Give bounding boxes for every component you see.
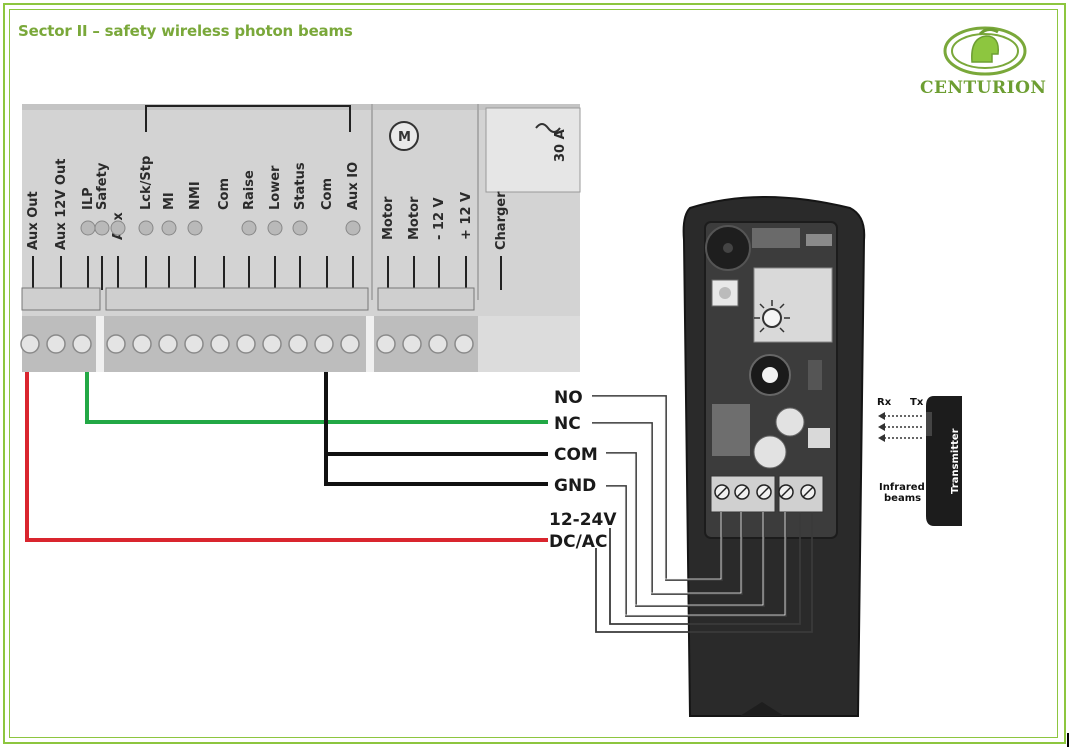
- indicator-led: [80, 220, 96, 236]
- transmitter-label: Transmitter: [950, 428, 961, 494]
- receiver-screw-slot: [758, 486, 770, 498]
- terminal-label: Aux Out: [26, 191, 41, 250]
- indicator-led: [187, 220, 203, 236]
- screw-terminal: [262, 334, 282, 354]
- infrared-label: Infrared: [879, 482, 925, 493]
- receiver-screw-slot: [780, 486, 792, 498]
- terminal-label: ILP: [81, 187, 96, 210]
- screw-terminal: [340, 334, 360, 354]
- screw-terminal: [158, 334, 178, 354]
- terminal-label: Lck/Stp: [139, 156, 154, 210]
- screw-terminal: [288, 334, 308, 354]
- screw-terminal: [236, 334, 256, 354]
- terminal-label: Aux 12V Out: [54, 159, 69, 250]
- screw-terminal: [210, 334, 230, 354]
- receiver-screw-slot: [716, 486, 728, 498]
- fuse-symbol: 30 A: [535, 123, 568, 162]
- brand-name: CENTURION: [920, 78, 1047, 98]
- screw-terminal: [72, 334, 92, 354]
- red-power-wire: [25, 372, 548, 542]
- receiver-leads: [592, 395, 813, 633]
- terminal-label: - 12 V: [432, 197, 447, 240]
- page-title: Sector II – safety wireless photon beams: [18, 22, 353, 40]
- signal-nc: NC: [554, 414, 581, 434]
- beams-label: beams: [884, 493, 921, 504]
- terminal-label: Charger: [494, 191, 509, 250]
- receiver-screw-terminals: [714, 484, 816, 500]
- terminal-label: Motor: [381, 196, 396, 240]
- terminal-label: Raise: [242, 170, 257, 210]
- terminal-label: Lower: [268, 165, 283, 210]
- signal-voltage: 12-24V: [549, 510, 617, 530]
- screw-terminal: [314, 334, 334, 354]
- signal-current-type: DC/AC: [549, 532, 607, 552]
- screw-terminal: [376, 334, 396, 354]
- terminal-label: MI: [162, 192, 177, 210]
- indicator-led: [241, 220, 257, 236]
- text-cursor: [1067, 733, 1069, 747]
- screw-terminal: [402, 334, 422, 354]
- terminal-label: Motor: [407, 196, 422, 240]
- indicator-led: [161, 220, 177, 236]
- wires: [25, 372, 548, 542]
- indicator-led: [110, 220, 126, 236]
- infrared-beam-arrows: [884, 415, 922, 439]
- inner-frame: [9, 9, 1058, 738]
- receiver-screw-slot: [736, 486, 748, 498]
- indicator-led: [138, 220, 154, 236]
- signal-gnd: GND: [554, 476, 596, 496]
- centurion-logo-icon: [943, 26, 1027, 76]
- screw-terminal: [454, 334, 474, 354]
- screw-terminal: [106, 334, 126, 354]
- terminal-label: Status: [293, 162, 308, 210]
- black-com-wire: [324, 372, 548, 486]
- terminal-label: Aux IO: [346, 162, 361, 210]
- indicator-led: [292, 220, 308, 236]
- terminal-label: Com: [320, 178, 335, 210]
- screw-terminals: [20, 334, 474, 354]
- screw-terminal: [20, 334, 40, 354]
- screw-terminal: [184, 334, 204, 354]
- terminal-label: Com: [217, 178, 232, 210]
- outer-frame: [3, 3, 1066, 744]
- fuse-label: 30 A: [553, 129, 568, 162]
- green-safety-wire: [85, 372, 548, 424]
- svg-text:M: M: [398, 130, 411, 145]
- terminal-label: + 12 V: [459, 192, 474, 240]
- receiver-screw-slot: [802, 486, 814, 498]
- transmitter-unit: Transmitter Rx Tx Infrared beams: [877, 396, 962, 526]
- beam-receiver-unit: [682, 196, 866, 717]
- signal-com: COM: [554, 445, 598, 465]
- indicator-led: [267, 220, 283, 236]
- screw-terminal: [428, 334, 448, 354]
- screw-terminal: [132, 334, 152, 354]
- terminal-label: NMI: [188, 181, 203, 210]
- indicator-led: [345, 220, 361, 236]
- terminal-label: Safety: [95, 162, 110, 210]
- indicator-led: [94, 220, 110, 236]
- tx-label: Tx: [910, 397, 924, 408]
- rx-label: Rx: [877, 397, 892, 408]
- signal-labels: NO NC COM GND 12-24V DC/AC: [549, 388, 617, 552]
- signal-no: NO: [554, 388, 583, 408]
- screw-terminal: [46, 334, 66, 354]
